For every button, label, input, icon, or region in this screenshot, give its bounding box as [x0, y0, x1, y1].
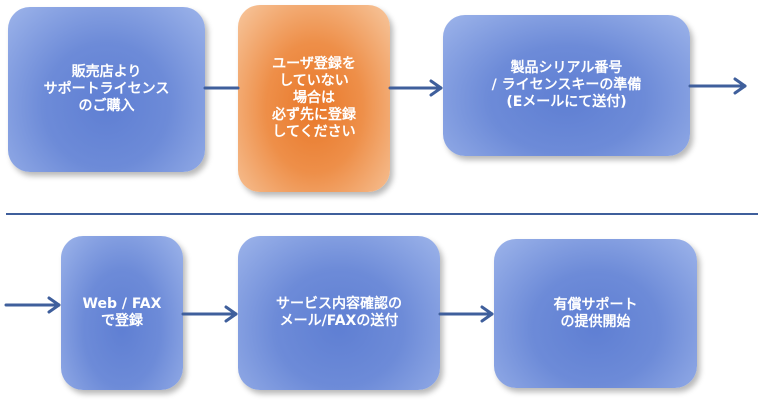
- step-register-web-fax-box: Web / FAX で登録: [61, 236, 183, 390]
- step-purchase-license-box: 販売店より サポートライセンス のご購入: [8, 7, 205, 172]
- step-prepare-serial-box: 製品シリアル番号 / ライセンスキーの準備 (Eメールにて送付): [443, 15, 690, 156]
- step-confirmation-send-text: サービス内容確認の メール/FAXの送付: [276, 296, 402, 329]
- arrow-icon: [688, 77, 747, 95]
- row-divider: [6, 213, 758, 215]
- step-paid-support-start-box: 有償サポート の提供開始: [494, 239, 697, 388]
- step-confirmation-send-box: サービス内容確認の メール/FAXの送付: [238, 236, 440, 390]
- step-user-registration-note-text: ユーザ登録を していない 場合は 必ず先に登録 してください: [272, 56, 356, 140]
- arrow-icon: [438, 305, 494, 323]
- step-register-web-fax-text: Web / FAX で登録: [82, 296, 162, 329]
- step-prepare-serial-text: 製品シリアル番号 / ライセンスキーの準備 (Eメールにて送付): [491, 60, 642, 110]
- arrow-icon: [181, 305, 238, 323]
- arrow-icon: [4, 296, 61, 314]
- step-user-registration-note-box: ユーザ登録を していない 場合は 必ず先に登録 してください: [238, 5, 390, 192]
- step-purchase-license-text: 販売店より サポートライセンス のご購入: [43, 64, 170, 114]
- step-paid-support-start-text: 有償サポート の提供開始: [553, 296, 638, 330]
- arrow-icon: [388, 79, 443, 97]
